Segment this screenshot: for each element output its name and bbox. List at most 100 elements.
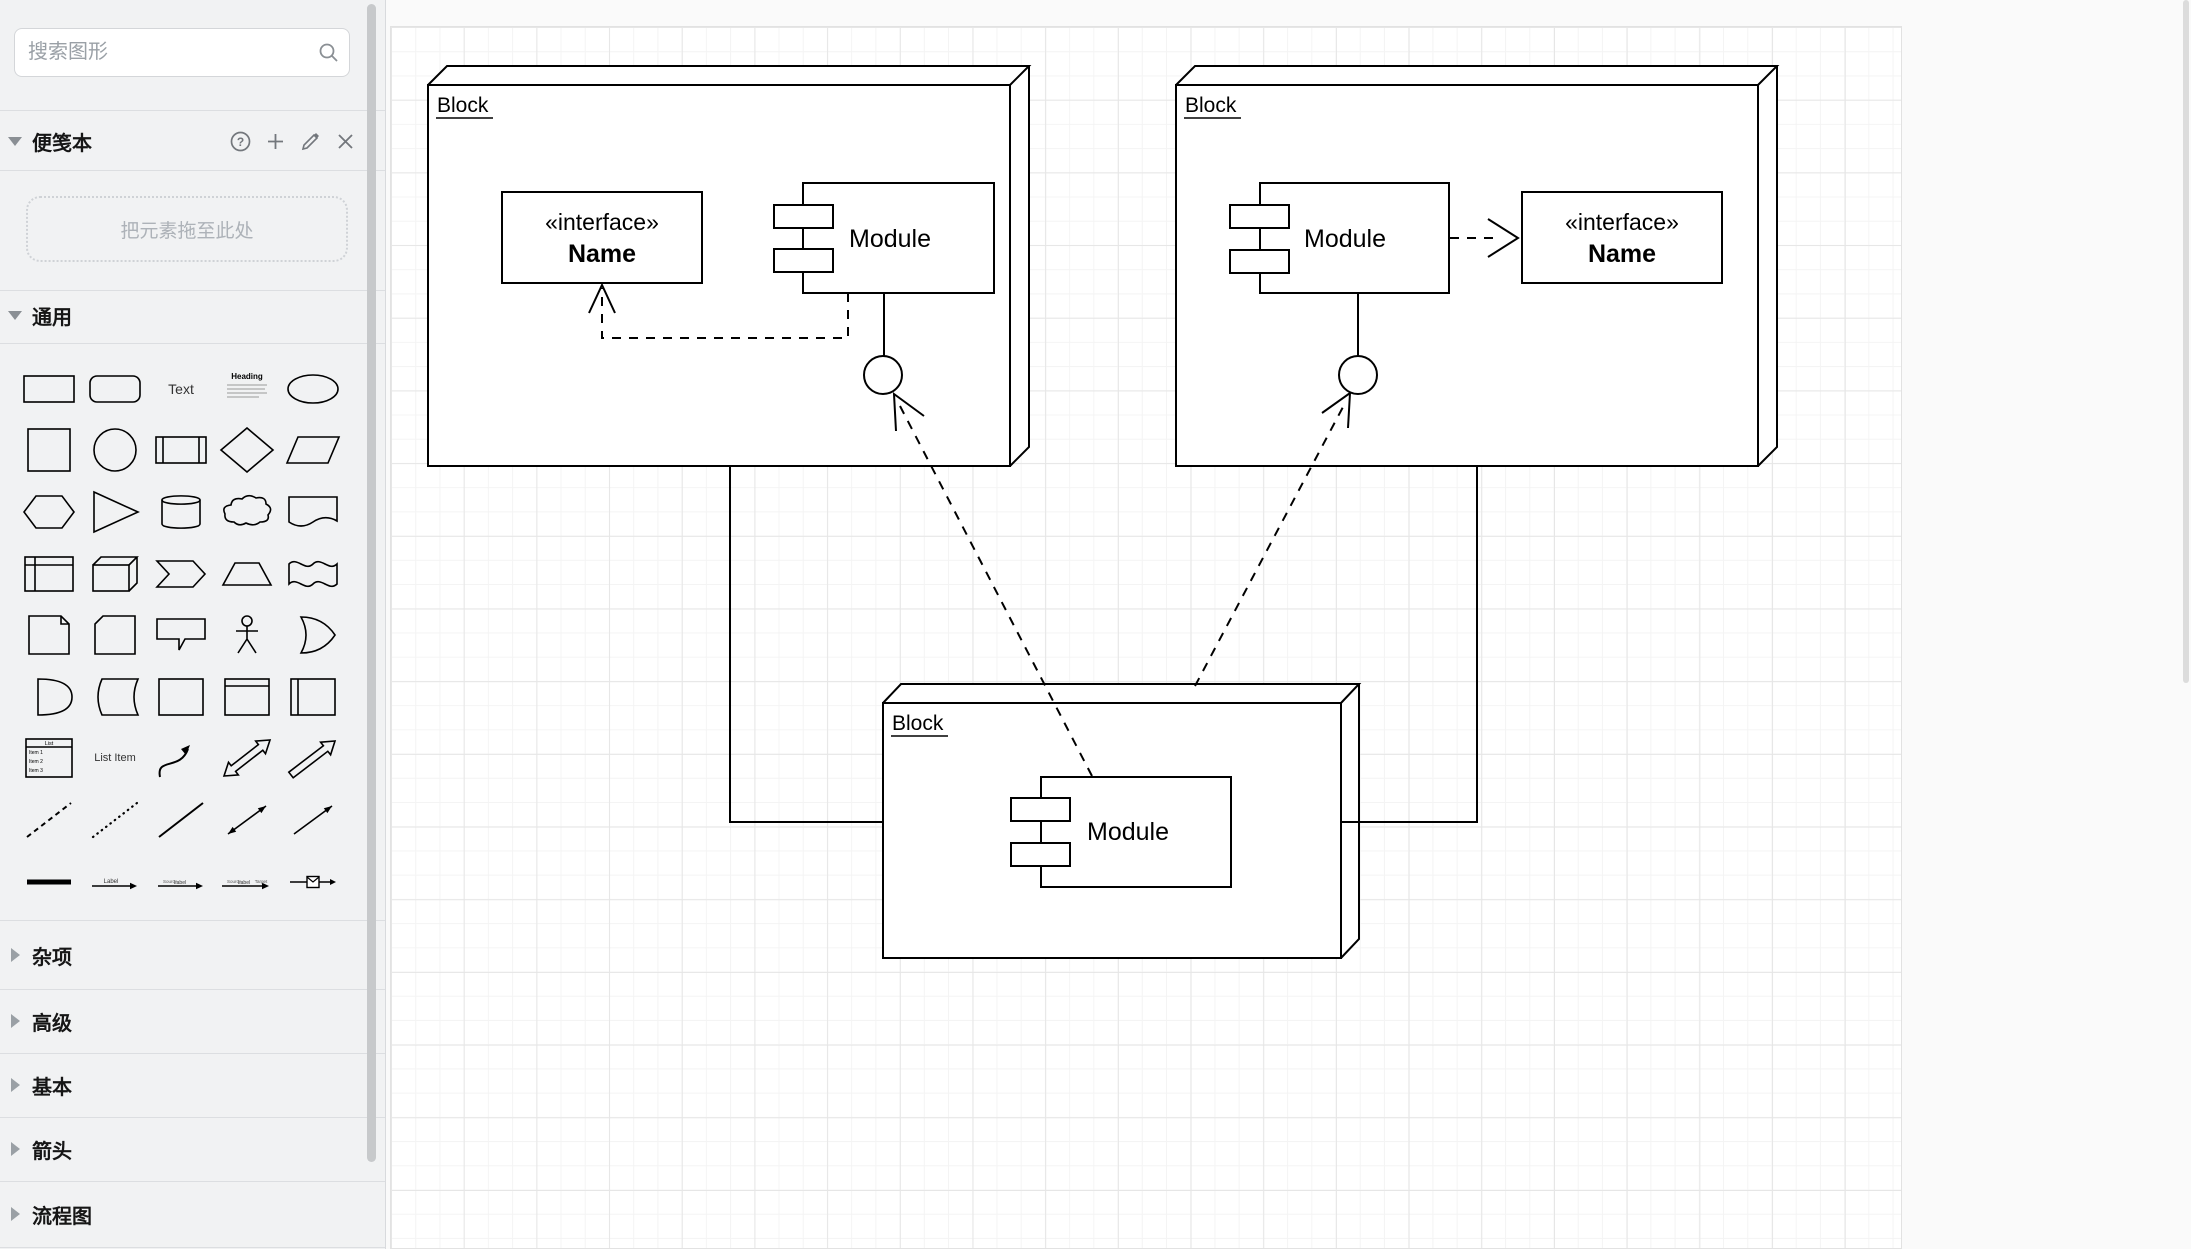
shape-container[interactable] (148, 666, 214, 728)
shape-tape[interactable] (280, 543, 346, 605)
realization-edge[interactable] (601, 288, 849, 339)
process-icon (155, 436, 207, 465)
sidebar-section-advanced[interactable]: 高级 (0, 989, 385, 1054)
link-icon (27, 879, 71, 885)
shape-cube[interactable] (82, 543, 148, 605)
add-icon[interactable] (266, 132, 285, 151)
svg-text:Label: Label (104, 879, 119, 885)
section-label: 通用 (32, 306, 72, 329)
shape-document[interactable] (280, 481, 346, 543)
sidebar-section-basic[interactable]: 基本 (0, 1053, 385, 1118)
svg-text:List Item: List Item (94, 752, 136, 764)
divider (0, 343, 385, 344)
connector-block1-block3[interactable] (729, 466, 883, 823)
shape-bidirectional-connector[interactable] (214, 789, 280, 851)
sidebar-section-general[interactable]: 通用 (0, 294, 385, 336)
dropzone-text: 把元素拖至此处 (120, 220, 254, 242)
interface-box-2[interactable]: «interface» Name (1521, 191, 1723, 284)
search-input[interactable] (14, 28, 350, 77)
svg-text:Item 1: Item 1 (29, 750, 43, 756)
shape-trapezoid[interactable] (214, 543, 280, 605)
module-component-1[interactable]: Module (588, 182, 995, 395)
divider (0, 920, 385, 921)
shape-note[interactable] (16, 604, 82, 666)
shape-curve[interactable] (148, 728, 214, 790)
interface-box-1[interactable]: «interface» Name (501, 191, 703, 284)
shape-square[interactable] (16, 420, 82, 482)
shape-process[interactable] (148, 420, 214, 482)
text-icon: Text (168, 381, 194, 397)
curve-icon (158, 745, 190, 778)
square-icon (27, 428, 71, 473)
shape-circle[interactable] (82, 420, 148, 482)
shape-ellipse[interactable] (280, 358, 346, 420)
shape-rounded-rectangle[interactable] (82, 358, 148, 420)
module-label: Module (849, 225, 931, 253)
shape-text[interactable]: Text (148, 358, 214, 420)
shape-bidirectional-arrow[interactable] (214, 728, 280, 790)
cube-icon (92, 555, 139, 592)
block-label: Block (892, 712, 944, 735)
shape-search (14, 28, 350, 77)
scratchpad-header[interactable]: 便笺本 ? (0, 118, 385, 164)
help-icon[interactable]: ? (230, 131, 251, 152)
shape-horizontal-container[interactable] (280, 666, 346, 728)
shape-link[interactable] (16, 851, 82, 913)
sidebar-section-arrows[interactable]: 箭头 (0, 1117, 385, 1182)
shape-arrow-2-labels[interactable]: Source Label (148, 851, 214, 913)
divider (0, 290, 385, 291)
connector-block2-block3[interactable] (1341, 466, 1478, 823)
shape-parallelogram[interactable] (280, 420, 346, 482)
svg-text:Source: Source (163, 879, 178, 884)
horizontal-container-icon (290, 677, 336, 716)
shape-actor[interactable] (214, 604, 280, 666)
provided-interface-lollipop[interactable] (1338, 355, 1378, 395)
shape-hexagon[interactable] (16, 481, 82, 543)
shape-arrow-3-labels[interactable]: Source Label Target (214, 851, 280, 913)
shape-step[interactable] (148, 543, 214, 605)
dotted-line-icon (91, 801, 139, 839)
shape-directional-connector[interactable] (280, 789, 346, 851)
shape-arrow-label[interactable]: Label (82, 851, 148, 913)
shape-cloud[interactable] (214, 481, 280, 543)
module-component-2[interactable]: Module (1229, 182, 1520, 395)
dashed-dependency-left[interactable] (892, 391, 1093, 777)
shape-vertical-container[interactable] (214, 666, 280, 728)
shape-callout[interactable] (148, 604, 214, 666)
bidirectional-connector-icon (227, 805, 267, 835)
edit-pencil-icon[interactable] (300, 131, 321, 152)
shape-sidebar: 便笺本 ? 把元素拖至此处 (0, 0, 386, 1249)
shape-heading[interactable]: Heading (214, 358, 280, 420)
scratchpad-dropzone[interactable]: 把元素拖至此处 (26, 196, 348, 262)
close-icon[interactable] (336, 132, 355, 151)
interface-stereotype: «interface» (545, 209, 659, 235)
shape-diamond[interactable] (214, 420, 280, 482)
window-scrollbar[interactable] (2183, 0, 2189, 683)
shape-arrow[interactable] (280, 728, 346, 790)
list-icon: List Item 1 Item 2 Item 3 (25, 738, 73, 779)
module-label: Module (1087, 818, 1169, 846)
shape-cylinder[interactable] (148, 481, 214, 543)
sidebar-scrollbar[interactable] (367, 4, 376, 1162)
shape-rectangle[interactable] (16, 358, 82, 420)
sidebar-section-flowchart[interactable]: 流程图 (0, 1181, 385, 1248)
shape-line[interactable] (148, 789, 214, 851)
shape-triangle[interactable] (82, 481, 148, 543)
shape-list-item[interactable]: List Item (82, 728, 148, 790)
sidebar-section-misc[interactable]: 杂项 (0, 921, 385, 990)
shape-list[interactable]: List Item 1 Item 2 Item 3 (16, 728, 82, 790)
shape-and[interactable] (16, 666, 82, 728)
provided-interface-lollipop[interactable] (863, 355, 903, 395)
shape-dotted-line[interactable] (82, 789, 148, 851)
shape-internal-storage[interactable] (16, 543, 82, 605)
shape-connector-symbol[interactable] (280, 851, 346, 913)
shape-or[interactable] (280, 604, 346, 666)
shape-card[interactable] (82, 604, 148, 666)
shape-data-storage[interactable] (82, 666, 148, 728)
rounded-rectangle-icon (89, 374, 141, 403)
module-component-3[interactable]: Module (1010, 776, 1232, 888)
shape-dashed-line[interactable] (16, 789, 82, 851)
svg-text:Item 3: Item 3 (29, 768, 43, 774)
callout-icon (156, 618, 206, 651)
